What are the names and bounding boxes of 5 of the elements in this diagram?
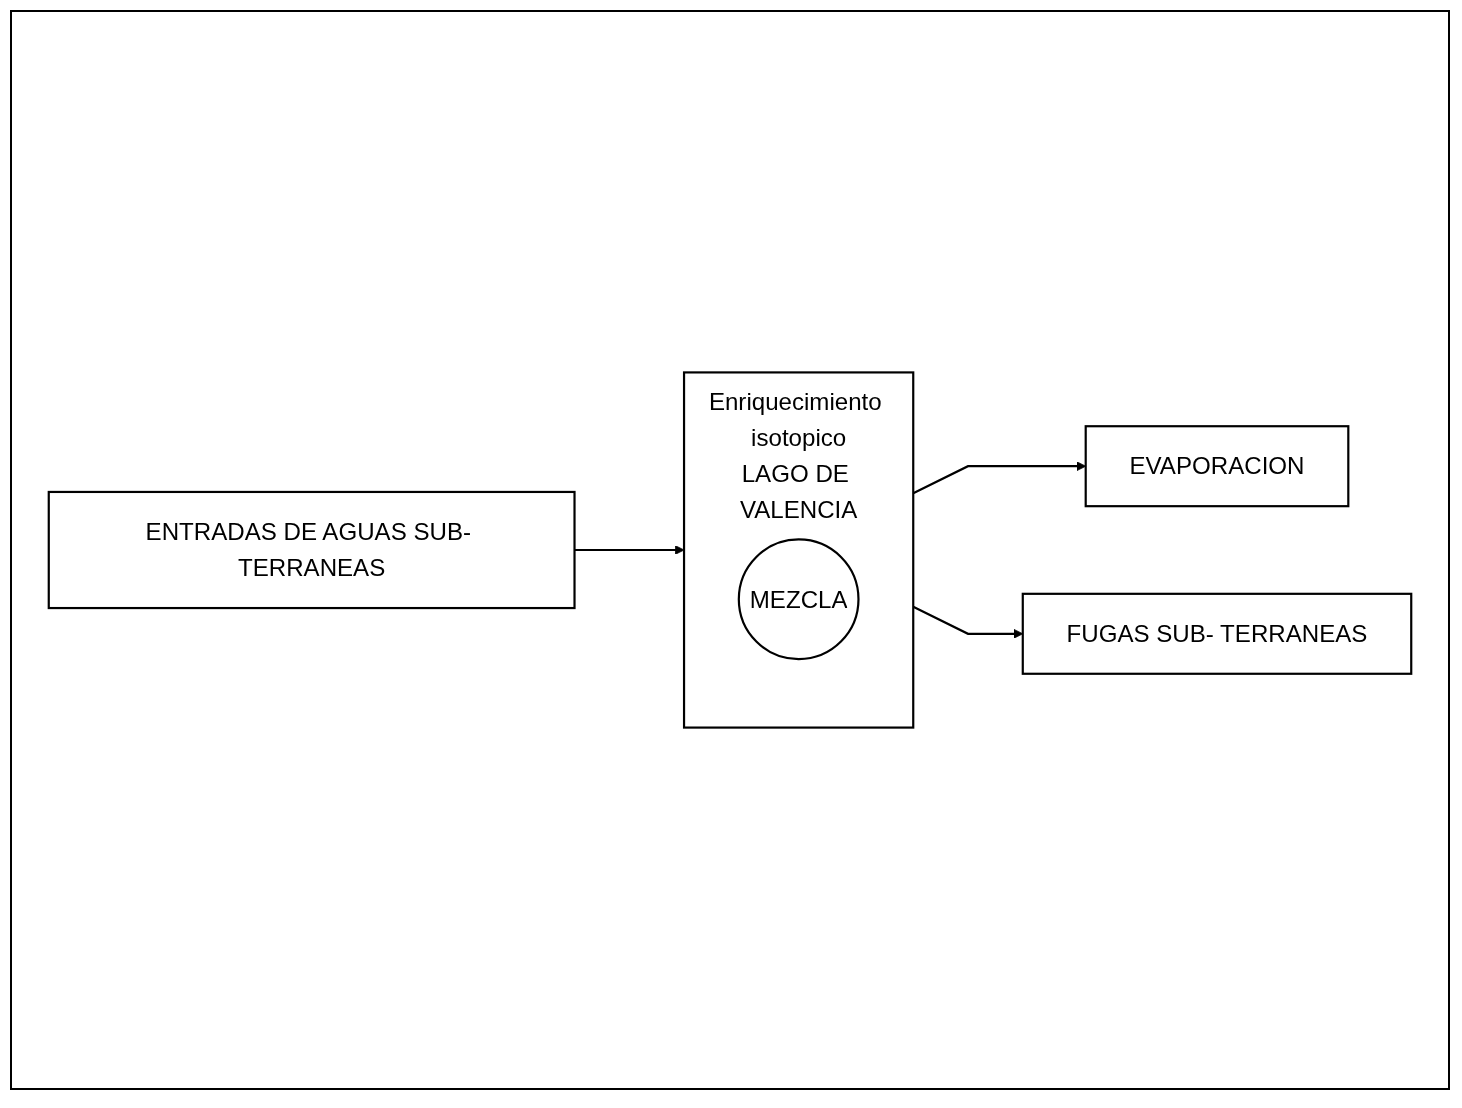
node-box: FUGAS SUB- TERRANEAS	[1021, 592, 1413, 675]
node-box: EVAPORACION	[1084, 425, 1350, 508]
node-box: ENTRADAS DE AGUAS SUB- TERRANEAS	[47, 490, 576, 610]
arrow	[574, 545, 685, 555]
node-circle: MEZCLA	[737, 538, 860, 661]
